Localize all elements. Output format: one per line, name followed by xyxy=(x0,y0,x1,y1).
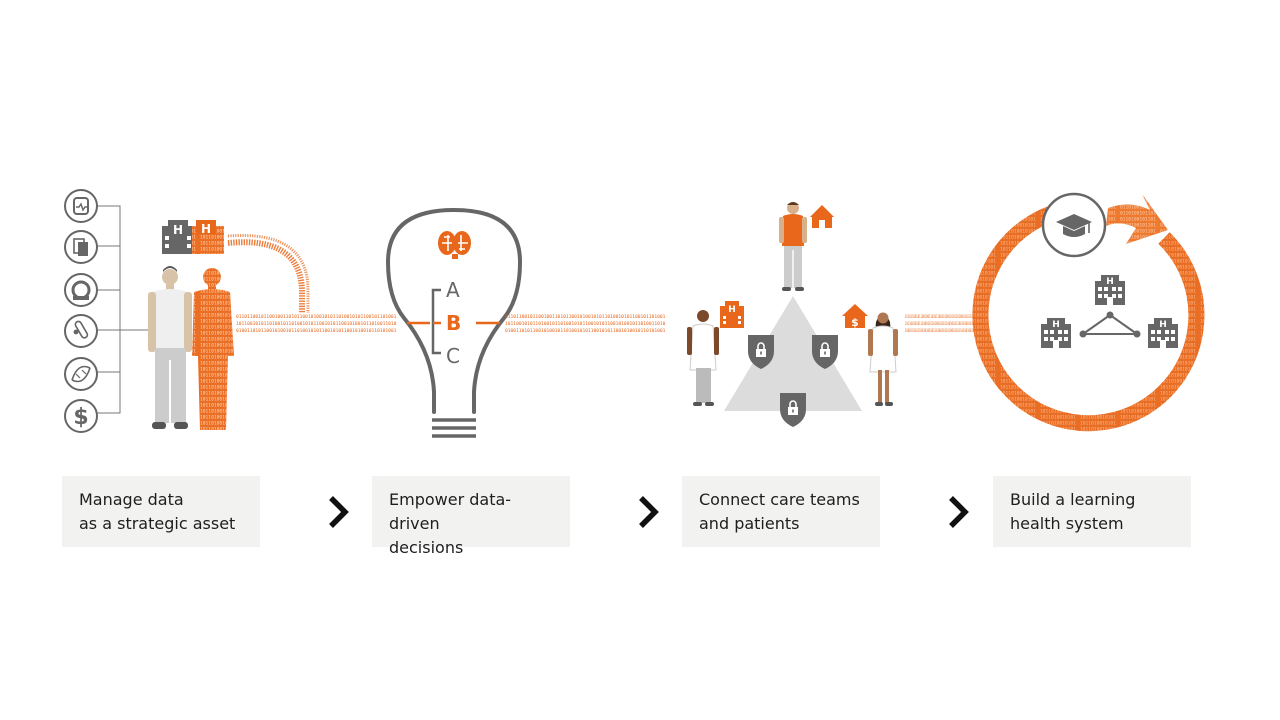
hospital-icon-left: H xyxy=(720,301,744,328)
chevron-right-icon xyxy=(639,496,659,528)
svg-text:011011001011001001101011001010: 0110110010110010011010110010100101011010… xyxy=(236,314,397,320)
svg-text:H: H xyxy=(1052,320,1060,330)
svg-text:101100101011010010110100101011: 1011001010110100101101001010110010101100… xyxy=(236,321,397,327)
option-c-label: C xyxy=(446,344,460,368)
stage-2-lightbulb: A B C 0110110010110010011010110010100101… xyxy=(385,207,666,438)
lock-shield-icon-3 xyxy=(779,392,807,428)
svg-text:H: H xyxy=(1106,277,1114,287)
option-b-label: B xyxy=(446,311,461,335)
data-stream-1: 0110110010110010011010110010100101011010… xyxy=(236,314,397,334)
patient-figure xyxy=(148,266,192,429)
svg-text:H: H xyxy=(728,305,736,315)
scanner-icon xyxy=(64,273,98,307)
hospital-icon-network-right: H xyxy=(1148,318,1178,348)
svg-text:010011010110010100101101001010: 0100110101100101001011010010101100101011… xyxy=(905,328,987,334)
svg-text:$: $ xyxy=(851,316,859,329)
step-box-connect-care: Connect care teams and patients xyxy=(682,476,880,547)
stage-4-learning-cycle: H H H xyxy=(972,192,1205,432)
graduation-cap-icon xyxy=(1041,192,1107,258)
step-label: Build a learning health system xyxy=(1010,490,1136,533)
doctor-right-figure xyxy=(868,312,898,406)
dna-icon xyxy=(64,357,98,391)
patient-top-figure xyxy=(779,202,807,291)
svg-text:101100101011010010110100101011: 1011001010110100101101001010110010101100… xyxy=(505,321,666,327)
svg-text:011011001011001001101011001010: 0110110010110010011010110010100101011010… xyxy=(905,314,987,320)
data-stream-2: 0110110010110010011010110010100101011010… xyxy=(505,314,666,334)
home-icon xyxy=(810,205,834,228)
svg-text:010011010110010100101101001010: 0100110101100101001011010010101100101011… xyxy=(236,328,397,334)
brain-icon xyxy=(438,231,471,259)
svg-text:011011001011001001101011001010: 0110110010110010011010110010100101011010… xyxy=(505,314,666,320)
step-label: Empower data-driven decisions xyxy=(389,490,512,557)
step-box-learning-system: Build a learning health system xyxy=(993,476,1191,547)
doctor-left-figure xyxy=(687,310,719,406)
hospital-icon-network-left: H xyxy=(1041,318,1071,348)
patient-data-figure xyxy=(192,268,234,430)
chevron-right-icon xyxy=(949,496,969,528)
step-label: Manage data as a strategic asset xyxy=(79,490,236,533)
svg-text:H: H xyxy=(1159,320,1167,330)
dollar-icon: $ xyxy=(64,399,98,433)
svg-text:$: $ xyxy=(73,405,88,430)
hospital-icon: H xyxy=(162,220,194,254)
smartwatch-icon xyxy=(64,189,98,223)
svg-text:010011010110010100101101001010: 0100110101100101001011010010101100101011… xyxy=(505,328,666,334)
test-tube-icon xyxy=(64,314,98,348)
hospital-icon-network-top: H xyxy=(1095,275,1125,305)
data-stream-3: 0110110010110010011010110010100101011010… xyxy=(905,314,987,334)
option-a-label: A xyxy=(446,278,460,302)
home-finance-icon: $ xyxy=(842,304,868,329)
step-box-empower-decisions: Empower data-driven decisions xyxy=(372,476,570,557)
svg-text:H: H xyxy=(201,222,211,236)
chevron-right-icon xyxy=(329,496,349,528)
svg-text:101100101011010010110100101011: 1011001010110100101101001010110010101100… xyxy=(905,321,987,327)
documents-icon xyxy=(64,230,98,264)
step-box-manage-data: Manage data as a strategic asset xyxy=(62,476,260,547)
svg-text:H: H xyxy=(173,223,183,237)
stage-3-care-network: H $ 01101100101100100110101100101001010 xyxy=(687,202,987,428)
hospital-data-icon: H xyxy=(192,220,224,254)
stage-1-manage-data: $ H H xyxy=(64,189,397,433)
step-label: Connect care teams and patients xyxy=(699,490,860,533)
